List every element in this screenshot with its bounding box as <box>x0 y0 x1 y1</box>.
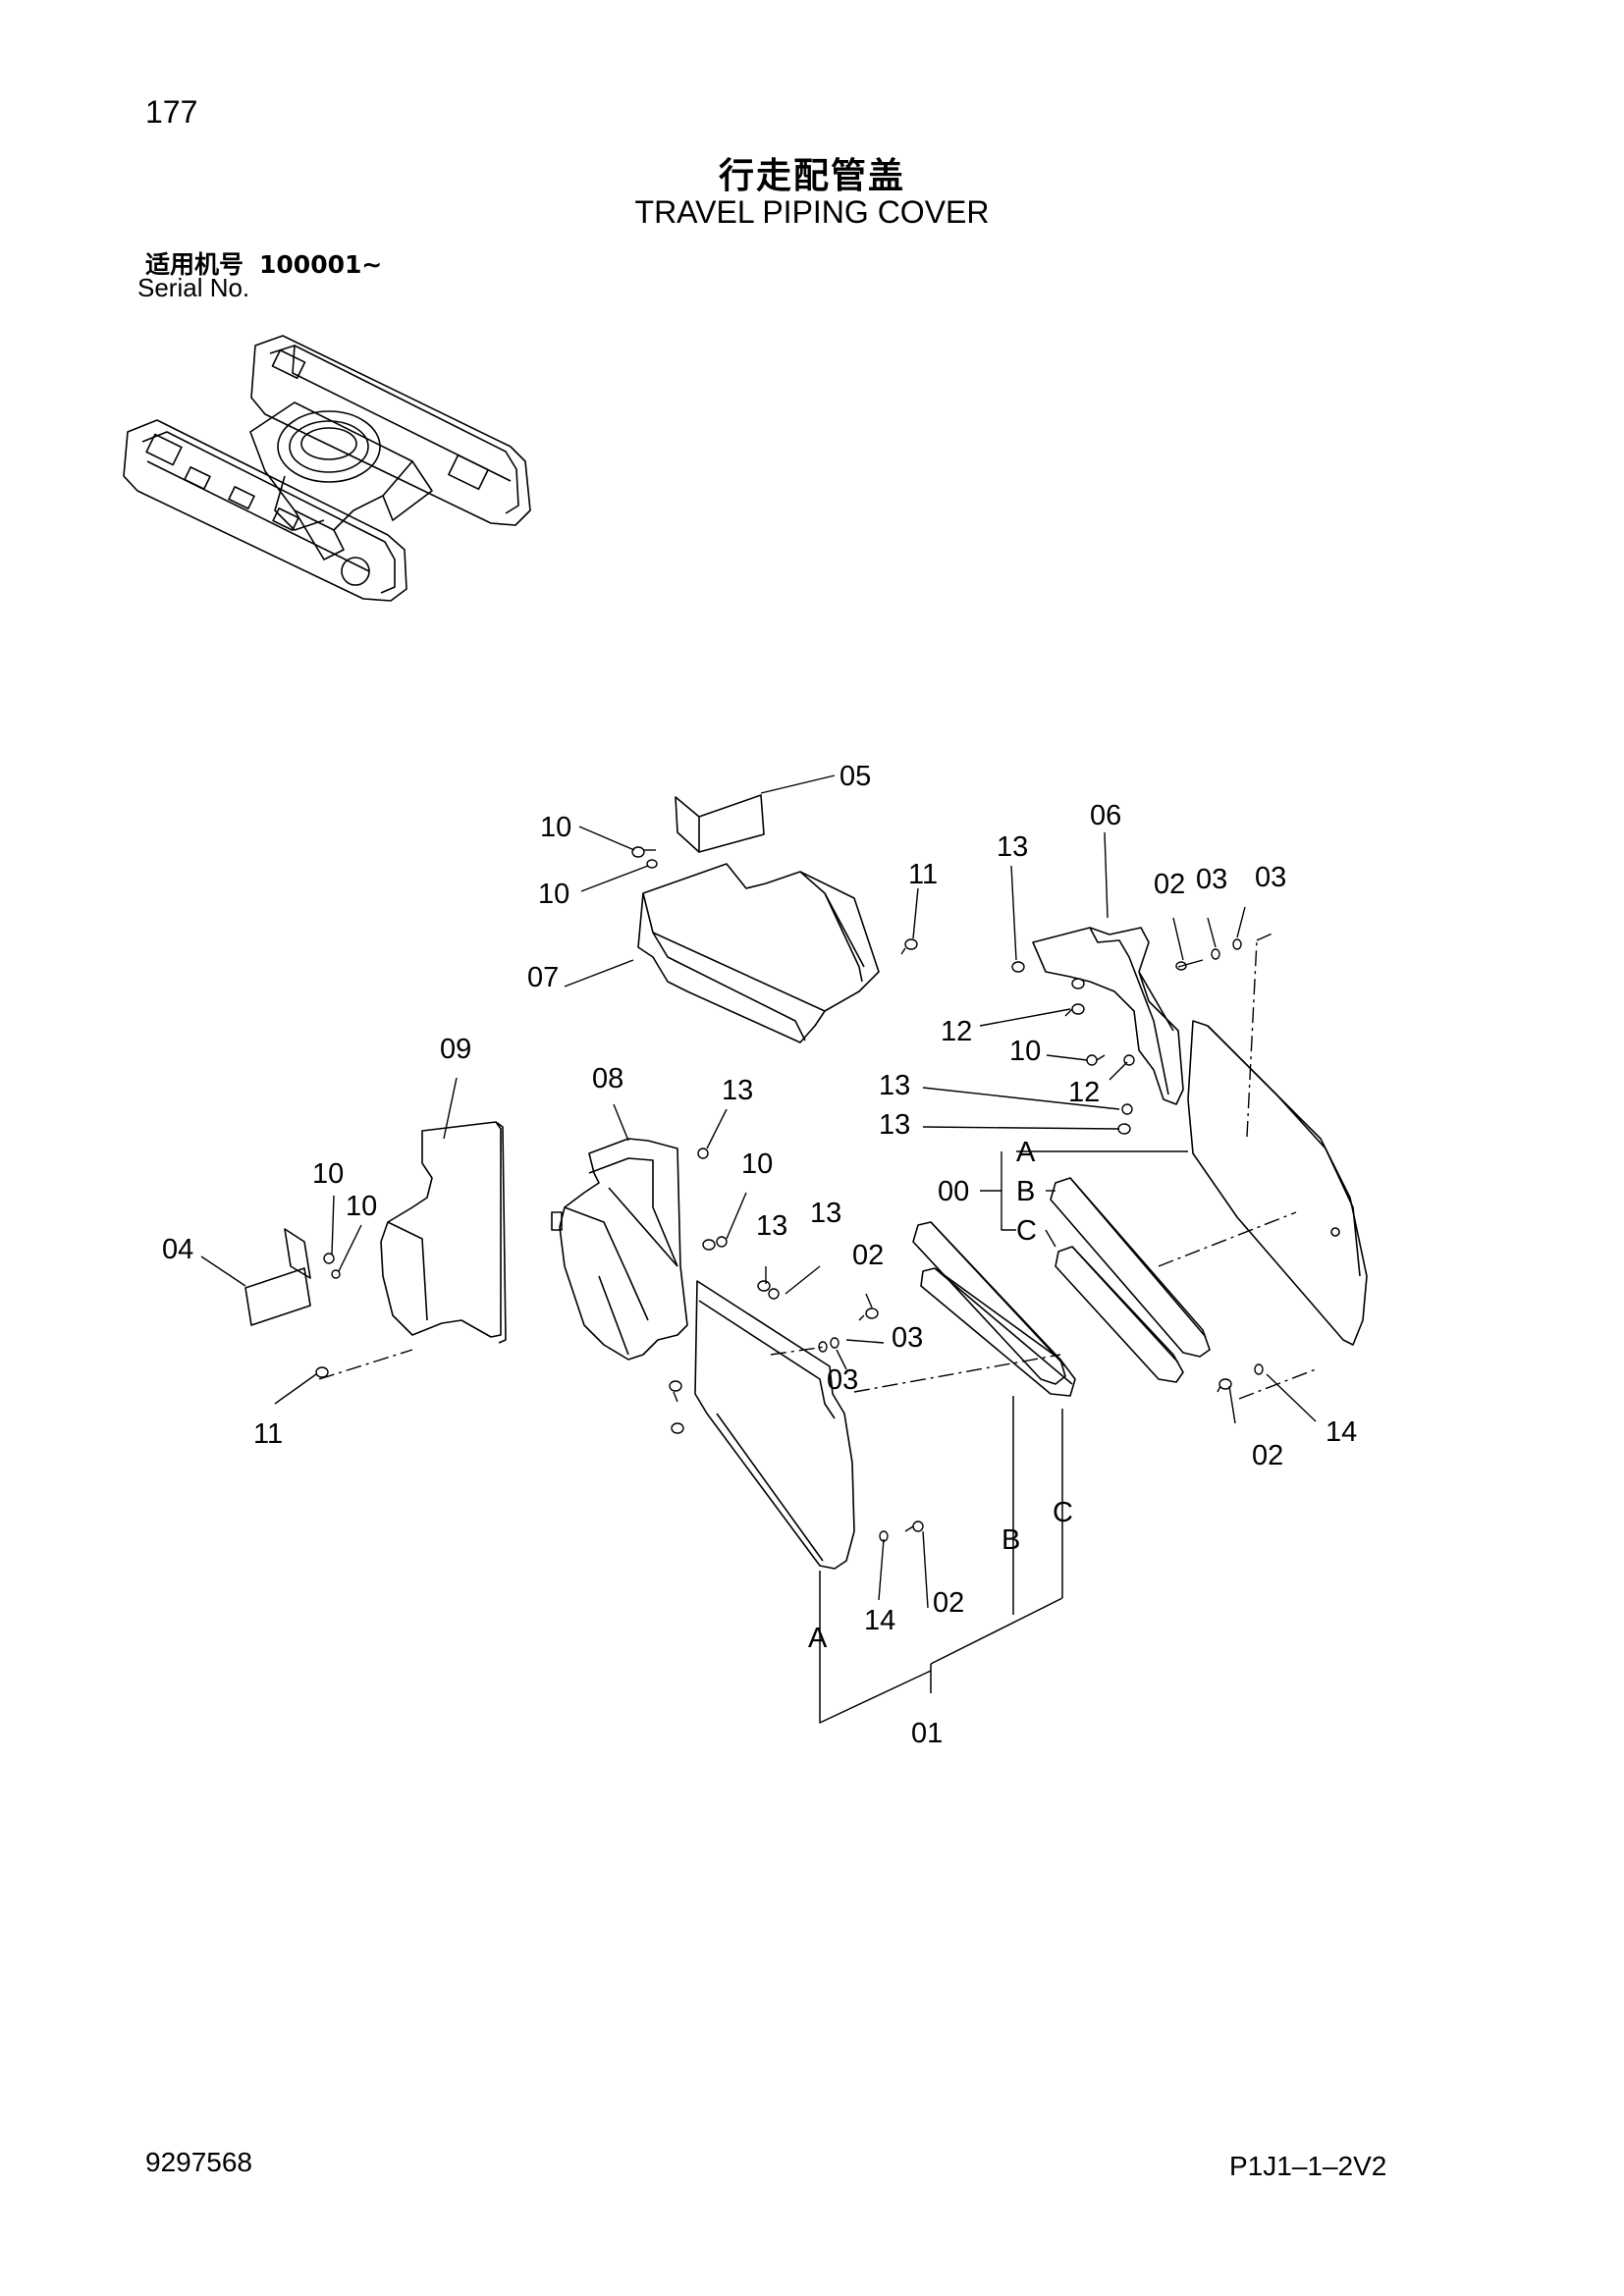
callout-13: 13 <box>810 1198 841 1229</box>
callout-10: 10 <box>540 812 571 843</box>
serial-range-value: 100001∼ <box>259 250 383 279</box>
part-07-cover-illustration <box>637 863 880 1043</box>
part-01-bracket <box>819 1396 1063 1724</box>
callout-02: 02 <box>1154 869 1185 900</box>
callout-13: 13 <box>879 1109 910 1141</box>
part-09-cover-illustration <box>380 1121 507 1344</box>
callout-04: 04 <box>162 1234 193 1265</box>
part-01b-right-strip-illustration <box>1050 1177 1211 1358</box>
callout-09: 09 <box>440 1034 471 1065</box>
part-01c-strip-illustration <box>920 1267 1076 1397</box>
callout-13: 13 <box>756 1210 787 1242</box>
callout-11: 11 <box>253 1418 283 1450</box>
part-01b-strip-illustration <box>912 1221 1066 1385</box>
callout-07: 07 <box>527 962 559 993</box>
callout-10: 10 <box>346 1191 377 1222</box>
page-code: P1J1–1–2V2 <box>1229 2151 1387 2181</box>
callout-a: A <box>1016 1137 1036 1168</box>
bolt-fasteners <box>315 846 1264 1542</box>
callout-03: 03 <box>1255 862 1286 893</box>
callout-00: 00 <box>938 1176 969 1207</box>
callout-11: 11 <box>908 859 938 890</box>
callout-03: 03 <box>892 1322 923 1354</box>
callout-13: 13 <box>879 1070 910 1101</box>
callout-14: 14 <box>1326 1416 1357 1448</box>
callout-13: 13 <box>997 831 1028 863</box>
callout-b: B <box>1016 1176 1035 1207</box>
callout-03: 03 <box>1196 864 1227 895</box>
callout-10: 10 <box>538 879 569 910</box>
callout-01: 01 <box>911 1718 943 1749</box>
part-05-plate-illustration <box>675 794 765 853</box>
part-06-bracket-illustration <box>1032 927 1184 1105</box>
page-title: TRAVEL PIPING COVER <box>634 194 990 230</box>
part-01c-right-strip-illustration <box>1055 1246 1184 1383</box>
page-title-chinese: 行走配管盖 <box>718 156 905 196</box>
leader-lines <box>200 774 1317 1609</box>
page-number: 177 <box>145 94 198 130</box>
part-08-cover-illustration <box>551 1138 688 1361</box>
callout-10: 10 <box>741 1148 773 1180</box>
part-01a-left-panel-illustration <box>694 1280 855 1570</box>
callout-10: 10 <box>312 1158 344 1190</box>
callout-labels: 05 10 10 11 07 13 06 02 03 03 12 10 12 1… <box>162 761 1357 1749</box>
callout-08: 08 <box>592 1063 623 1095</box>
serial-label-chinese: 适用机号 <box>145 250 244 279</box>
callout-c: C <box>1053 1497 1073 1528</box>
serial-range: 适用机号 100001∼ <box>145 245 398 281</box>
callout-03: 03 <box>827 1364 858 1396</box>
callout-a: A <box>808 1623 828 1654</box>
callout-13: 13 <box>722 1075 753 1106</box>
callout-c: C <box>1016 1215 1037 1247</box>
part-number: 9297568 <box>145 2147 253 2177</box>
callout-02: 02 <box>1252 1440 1283 1471</box>
serial-label: Serial No. <box>137 273 250 302</box>
callout-b: B <box>1001 1524 1020 1556</box>
part-04-plate-illustration <box>244 1228 311 1326</box>
callout-05: 05 <box>839 761 871 792</box>
callout-02: 02 <box>852 1240 884 1271</box>
undercarriage-thumbnail-illustration <box>123 335 531 602</box>
callout-14: 14 <box>864 1605 895 1636</box>
part-01a-right-panel-illustration <box>1187 1020 1368 1346</box>
callout-10: 10 <box>1009 1036 1041 1067</box>
callout-02: 02 <box>933 1587 964 1619</box>
callout-12: 12 <box>941 1016 972 1047</box>
assembly-center-lines <box>318 932 1317 1400</box>
callout-12: 12 <box>1068 1077 1100 1108</box>
callout-06: 06 <box>1090 800 1121 831</box>
